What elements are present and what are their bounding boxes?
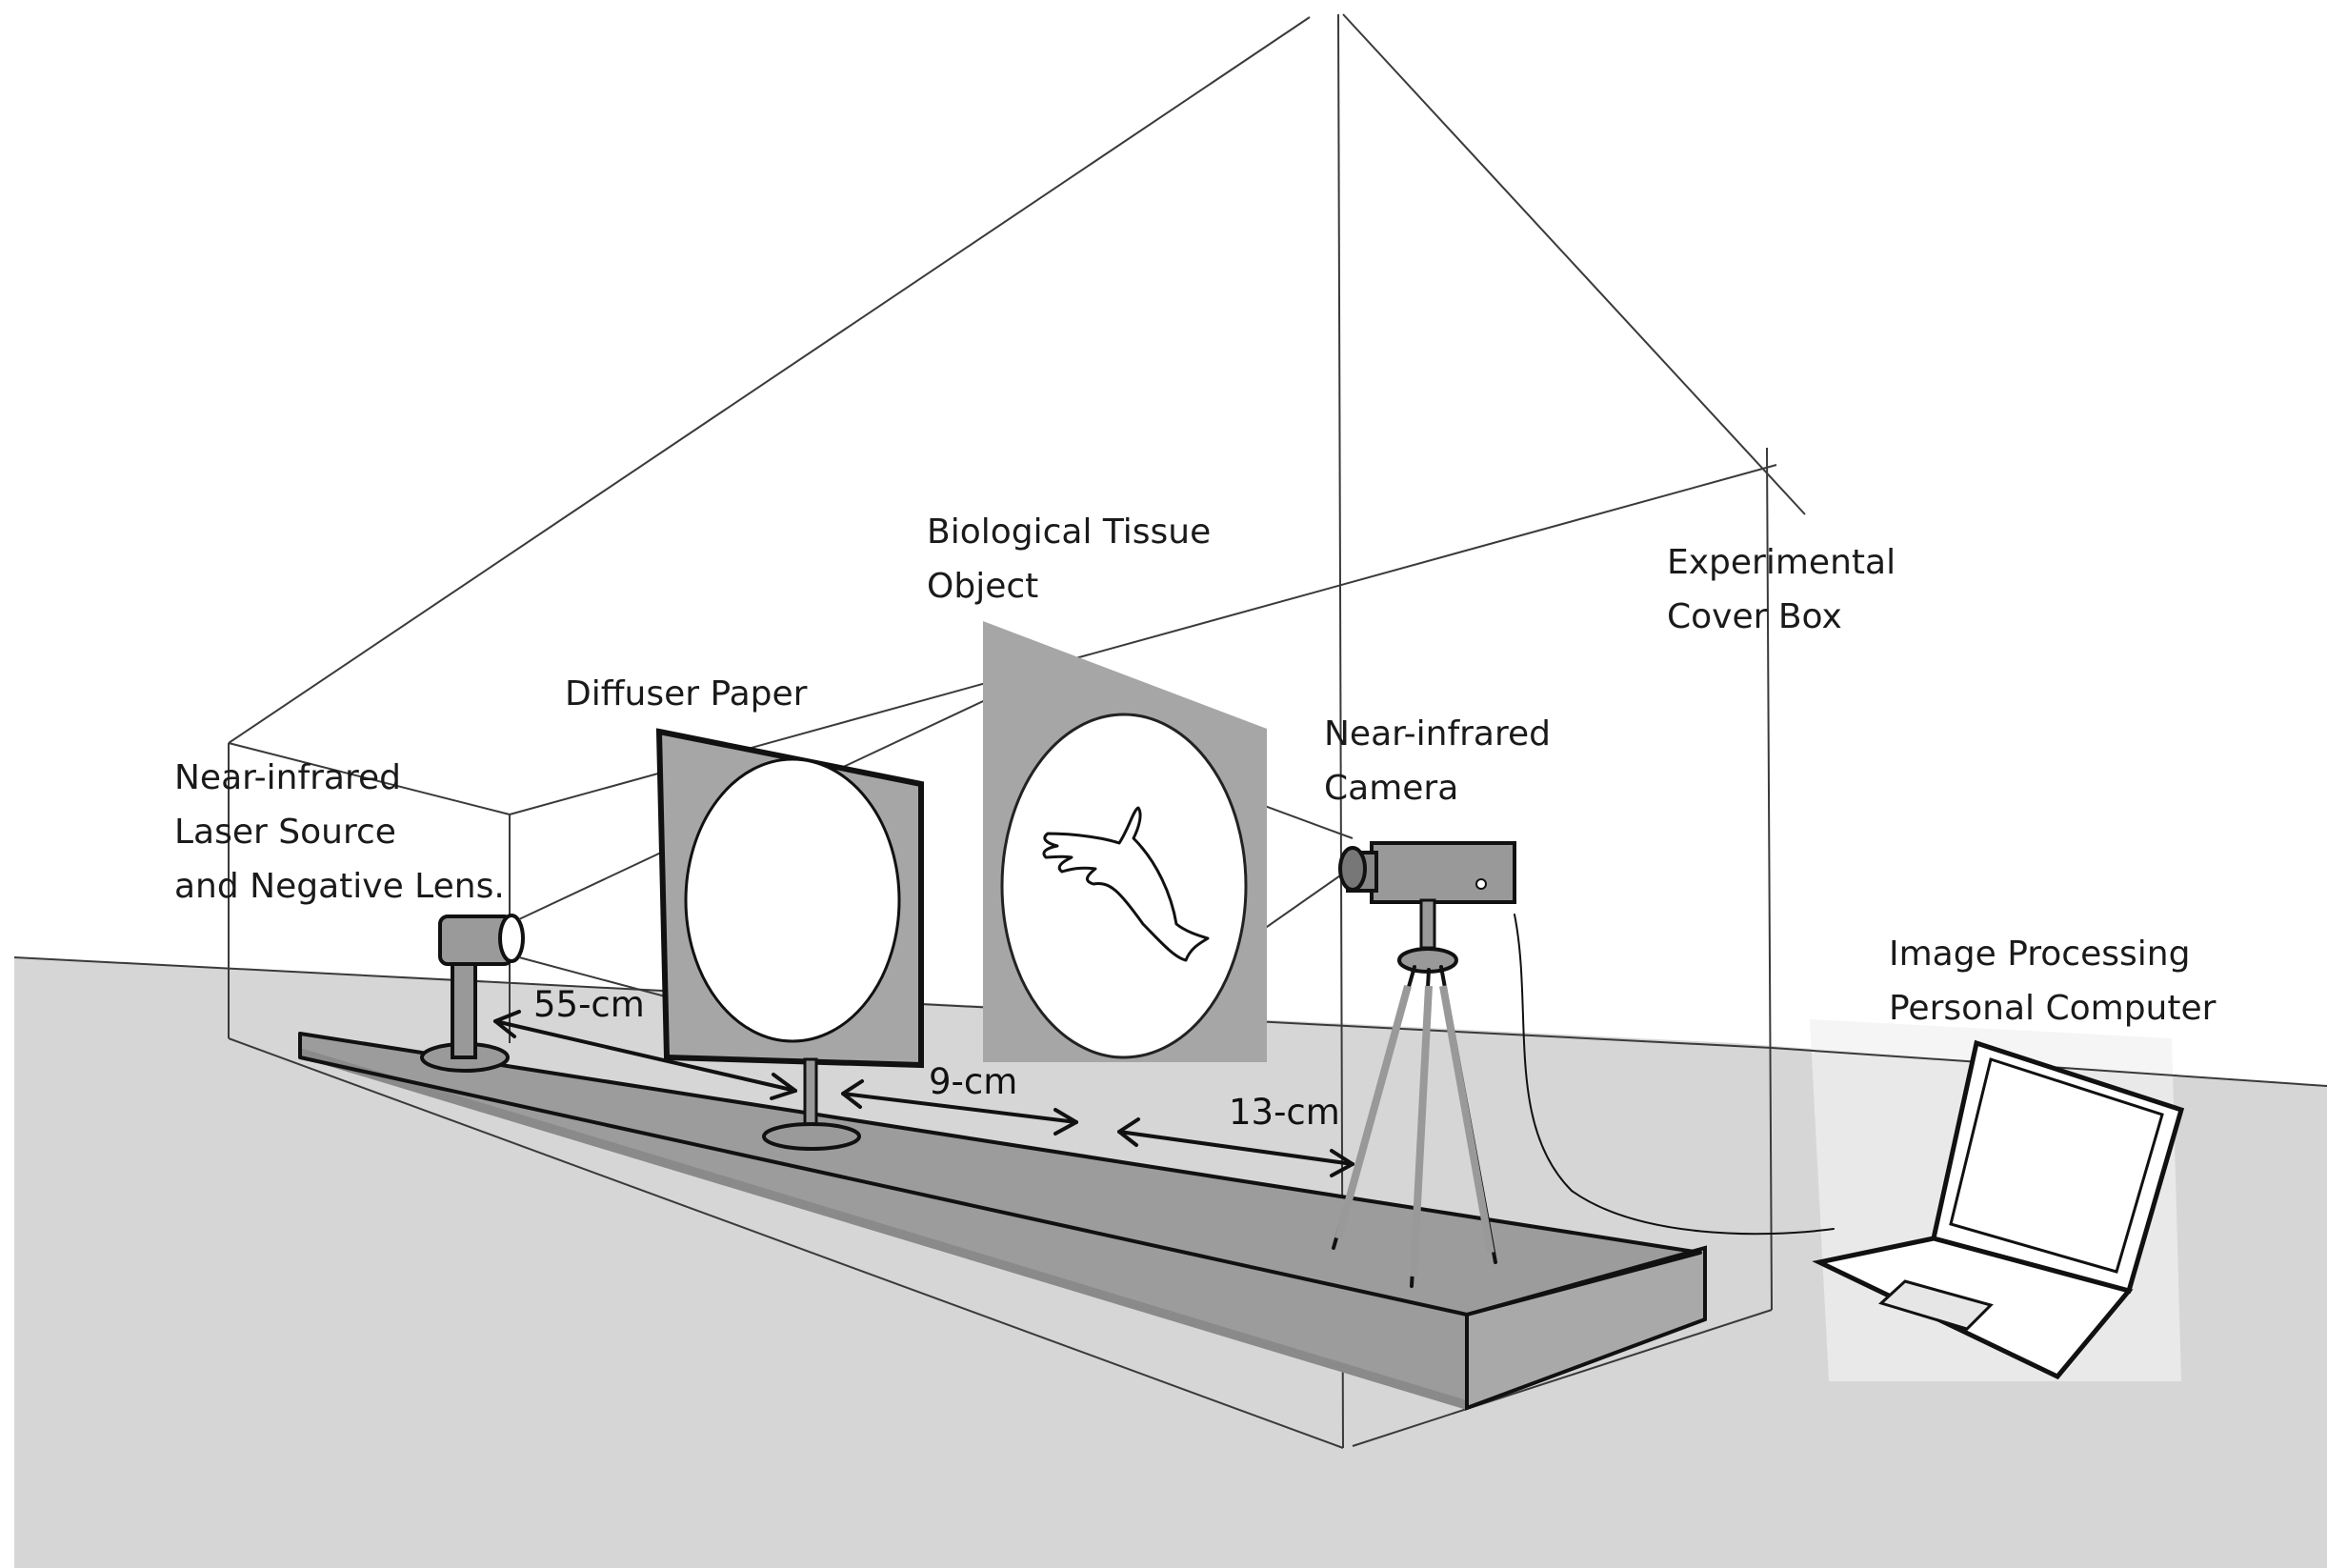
distance-label-55: 55-cm [533, 984, 645, 1025]
label-tissue: Biological Tissue Object [927, 513, 1222, 606]
diffuser-paper [655, 728, 924, 1151]
distance-arrows [493, 1010, 1354, 1177]
camera [1332, 841, 1835, 1288]
label-cover-box: Experimental Cover Box [1667, 543, 1907, 636]
laptop-icon [1812, 1039, 2185, 1380]
label-camera: Near-infrared Camera [1324, 714, 1561, 808]
laser-source [420, 914, 525, 1073]
distance-label-9: 9-cm [929, 1061, 1017, 1102]
label-laser: Near-infrared Laser Source and Negative … [174, 758, 505, 906]
optical-rail [298, 1032, 1707, 1411]
tissue-object [983, 621, 1267, 1062]
label-computer: Image Processing Personal Computer [1889, 935, 2217, 1028]
hand-icon [1042, 806, 1210, 962]
distance-label-13: 13-cm [1229, 1092, 1340, 1133]
label-diffuser: Diffuser Paper [565, 674, 808, 714]
